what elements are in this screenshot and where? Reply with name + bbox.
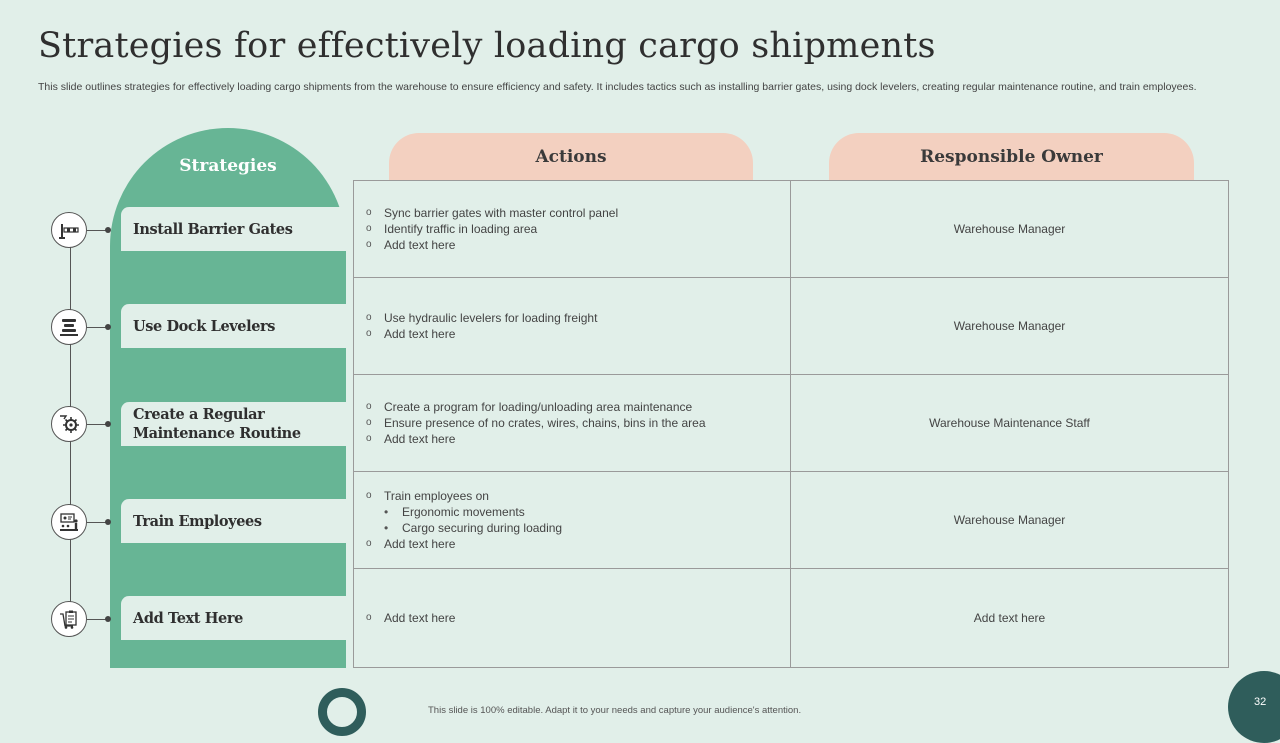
action-subitem: •Cargo securing during loading bbox=[384, 521, 563, 535]
connector-line bbox=[87, 327, 108, 328]
connector-line bbox=[87, 230, 108, 231]
actions-header: Actions bbox=[389, 133, 753, 181]
slide-subtitle: This slide outlines strategies for effec… bbox=[38, 81, 1197, 93]
footer-note: This slide is 100% editable. Adapt it to… bbox=[428, 705, 802, 716]
owner-header: Responsible Owner bbox=[829, 133, 1194, 181]
maintenance-gear-icon bbox=[51, 406, 87, 442]
connector-line bbox=[87, 522, 108, 523]
training-presentation-icon bbox=[51, 504, 87, 540]
clipboard-cart-icon bbox=[51, 601, 87, 637]
connector-dot bbox=[105, 421, 111, 427]
page-number: 32 bbox=[1228, 671, 1280, 743]
decorative-ring bbox=[318, 688, 366, 736]
owner-cell: Warehouse Manager bbox=[953, 319, 1066, 333]
connector-dot bbox=[105, 324, 111, 330]
strategy-label: Train Employees bbox=[121, 499, 346, 543]
owner-cell: Add text here bbox=[973, 611, 1046, 625]
owner-cell: Warehouse Manager bbox=[953, 222, 1066, 236]
strategy-label: Use Dock Levelers bbox=[121, 304, 346, 348]
connector-dot bbox=[105, 227, 111, 233]
action-subitem: •Ergonomic movements bbox=[384, 505, 525, 519]
strategies-header: Strategies bbox=[179, 156, 277, 176]
connector-dot bbox=[105, 519, 111, 525]
connector-line bbox=[87, 424, 108, 425]
connector-dot bbox=[105, 616, 111, 622]
strategy-label: Create a Regular Maintenance Routine bbox=[121, 402, 346, 446]
strategy-label: Install Barrier Gates bbox=[121, 207, 346, 251]
owner-cell: Warehouse Manager bbox=[953, 513, 1066, 527]
owner-cell: Warehouse Maintenance Staff bbox=[929, 416, 1090, 430]
strategy-label: Add Text Here bbox=[121, 596, 346, 640]
slide-title: Strategies for effectively loading cargo… bbox=[38, 26, 936, 66]
connector-line bbox=[87, 619, 108, 620]
barrier-gate-icon bbox=[51, 212, 87, 248]
page-number-text: 32 bbox=[1254, 696, 1267, 708]
dock-leveler-icon bbox=[51, 309, 87, 345]
